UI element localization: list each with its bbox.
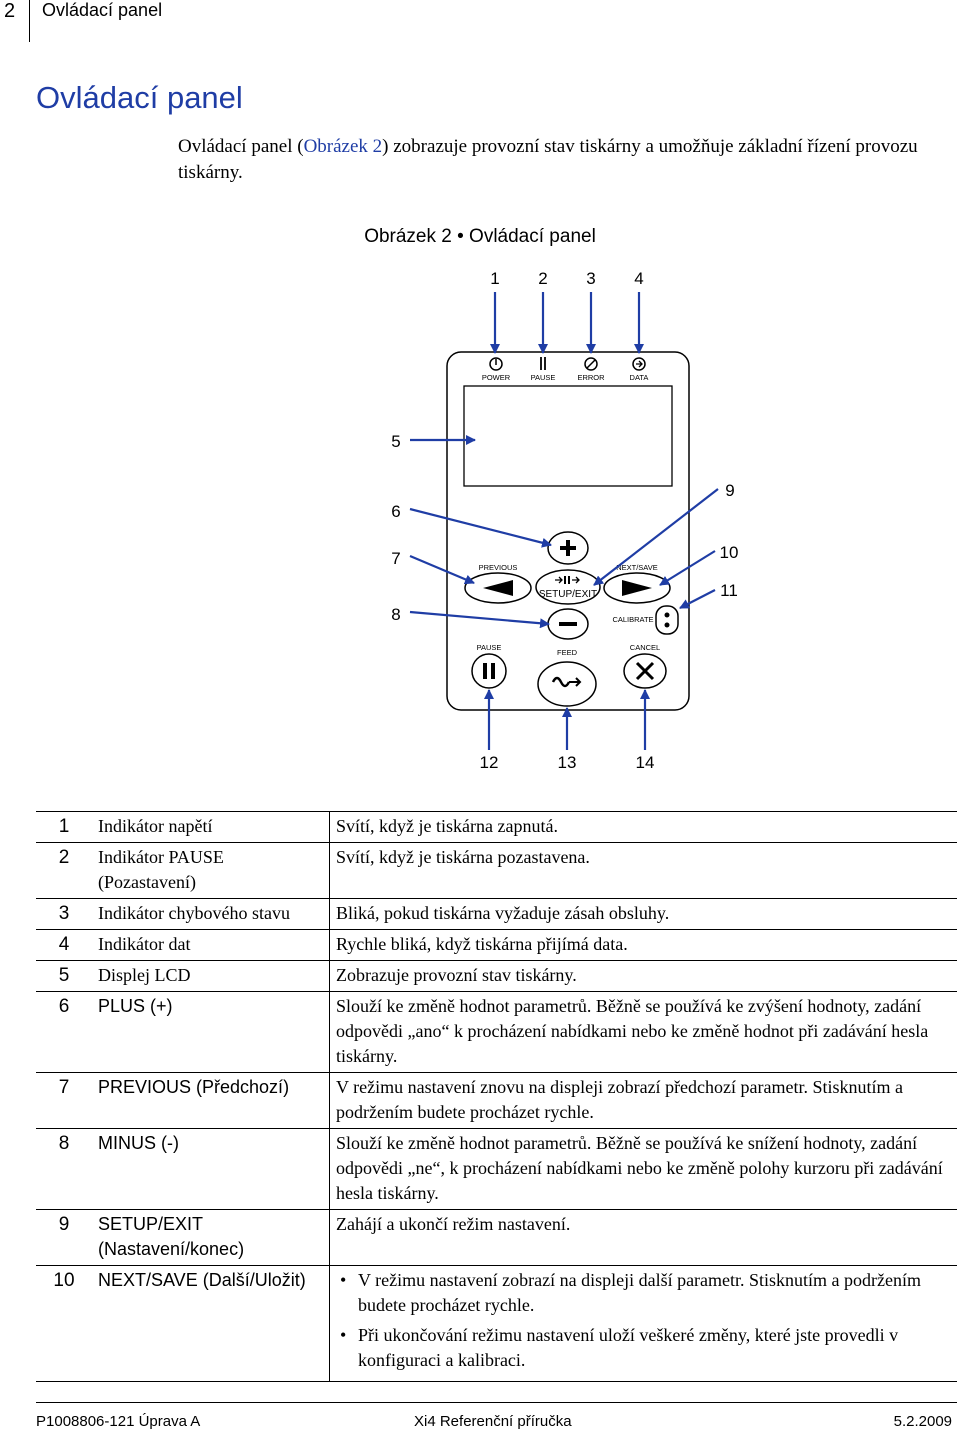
item-description: Bliká, pokud tiskárna vyžaduje zásah obs… [329,898,957,930]
previous-button[interactable] [464,572,532,604]
callout-2: 2 [538,269,547,288]
page-number: 2 [4,0,16,22]
item-number: 2 [36,842,92,899]
intro-text-end: ) zobrazuje provozní stav tiskárny a umo… [178,136,918,183]
data-led-icon [632,357,646,371]
led-label-pause: PAUSE [531,373,556,382]
next-save-button[interactable] [603,572,671,604]
table-row: 1 Indikátor napětí Svítí, když je tiskár… [36,811,957,843]
feed-button[interactable] [537,661,597,707]
figure-link[interactable]: Obrázek 2 [303,136,383,157]
item-description: Zobrazuje provozní stav tiskárny. [329,960,957,992]
footer-manual-title: Xi4 Referenční příručka [414,1413,572,1430]
table-row: 4 Indikátor dat Rychle bliká, když tiská… [36,929,957,961]
previous-label: PREVIOUS [479,563,518,572]
led-label-power: POWER [482,373,511,382]
item-name: PREVIOUS (Předchozí) [92,1072,330,1129]
callout-arrows [409,292,719,750]
running-header-title: Ovládací panel [42,0,163,20]
item-description: V režimu nastavení znovu na displeji zob… [329,1072,957,1129]
callout-10: 10 [720,543,739,562]
item-description: Svítí, když je tiskárna zapnutá. [329,811,957,843]
callout-9: 9 [725,481,734,500]
setup-exit-icon [555,576,580,584]
calibrate-label: CALIBRATE [612,615,653,624]
pause-button-label: PAUSE [477,643,502,652]
led-label-error: ERROR [577,373,605,382]
item-number: 1 [36,811,92,843]
plus-button[interactable] [547,531,589,565]
intro-paragraph: Ovládací panel (Obrázek 2) zobrazuje pro… [178,134,938,186]
item-name: PLUS (+) [92,991,330,1073]
legend-table: 1 Indikátor napětí Svítí, když je tiskár… [36,811,957,1382]
minus-button[interactable] [547,608,589,640]
item-name: SETUP/EXIT (Nastavení/konec) [92,1209,330,1266]
callout-5: 5 [391,432,400,451]
list-item: Při ukončování režimu nastavení uloží ve… [336,1323,951,1373]
item-number: 10 [36,1265,92,1382]
item-name: MINUS (-) [92,1128,330,1210]
item-number: 7 [36,1072,92,1129]
table-row: 5 Displej LCD Zobrazuje provozní stav ti… [36,960,957,992]
calibrate-button[interactable] [655,605,679,635]
error-led-icon [584,357,598,371]
item-number: 5 [36,960,92,992]
footer-divider [36,1402,957,1403]
item-name: Indikátor dat [92,929,330,961]
footer-date: 5.2.2009 [893,1413,952,1430]
pause-led-icon [540,357,546,370]
callout-8: 8 [391,605,400,624]
item-description: V režimu nastavení zobrazí na displeji d… [329,1265,957,1382]
item-description: Slouží ke změně hodnot parametrů. Běžně … [329,1128,957,1210]
callout-3: 3 [586,269,595,288]
item-number: 4 [36,929,92,961]
callout-1: 1 [490,269,499,288]
callout-11: 11 [720,581,738,600]
item-name: Indikátor PAUSE (Pozastavení) [92,842,330,899]
callout-14: 14 [636,753,655,772]
item-name: NEXT/SAVE (Další/Uložit) [92,1265,330,1382]
led-label-data: DATA [630,373,649,382]
control-panel-diagram: POWER PAUSE ERROR DATA SETUP/EXIT PREVIO… [391,269,739,772]
intro-text-start: Ovládací panel ( [178,136,304,157]
callout-13: 13 [558,753,577,772]
feed-label: FEED [557,648,578,657]
callout-6: 6 [391,502,400,521]
table-row: 10 NEXT/SAVE (Další/Uložit) V režimu nas… [36,1265,957,1382]
page-title: Ovládací panel [36,80,243,115]
callout-7: 7 [391,549,400,568]
item-number: 6 [36,991,92,1073]
item-description: Svítí, když je tiskárna pozastavena. [329,842,957,899]
footer-document-id: P1008806-121 Úprava A [36,1413,201,1430]
item-name: Indikátor napětí [92,811,330,843]
item-number: 9 [36,1209,92,1266]
next-save-label: NEXT/SAVE [616,563,658,572]
figure-caption: Obrázek 2 • Ovládací panel [364,226,596,247]
setup-exit-button[interactable]: SETUP/EXIT [535,569,601,605]
callout-4: 4 [634,269,643,288]
power-led-icon [489,357,503,371]
item-number: 3 [36,898,92,930]
table-row: 9 SETUP/EXIT (Nastavení/konec) Zahájí a … [36,1209,957,1266]
item-number: 8 [36,1128,92,1210]
item-name: Displej LCD [92,960,330,992]
setup-exit-label: SETUP/EXIT [539,589,597,600]
lcd-display [463,385,673,487]
table-row: 7 PREVIOUS (Předchozí) V režimu nastaven… [36,1072,957,1129]
bullet-list: V režimu nastavení zobrazí na displeji d… [336,1268,951,1373]
callout-12: 12 [480,753,499,772]
header-divider [29,0,30,42]
item-description: Slouží ke změně hodnot parametrů. Běžně … [329,991,957,1073]
pause-button[interactable] [471,653,507,689]
table-row: 8 MINUS (-) Slouží ke změně hodnot param… [36,1128,957,1210]
cancel-button[interactable] [623,653,667,689]
item-name: Indikátor chybového stavu [92,898,330,930]
table-row: 3 Indikátor chybového stavu Bliká, pokud… [36,898,957,930]
cancel-label: CANCEL [630,643,660,652]
item-description: Zahájí a ukončí režim nastavení. [329,1209,957,1266]
table-row: 6 PLUS (+) Slouží ke změně hodnot parame… [36,991,957,1073]
list-item: V režimu nastavení zobrazí na displeji d… [336,1268,951,1318]
table-row: 2 Indikátor PAUSE (Pozastavení) Svítí, k… [36,842,957,899]
item-description: Rychle bliká, když tiskárna přijímá data… [329,929,957,961]
